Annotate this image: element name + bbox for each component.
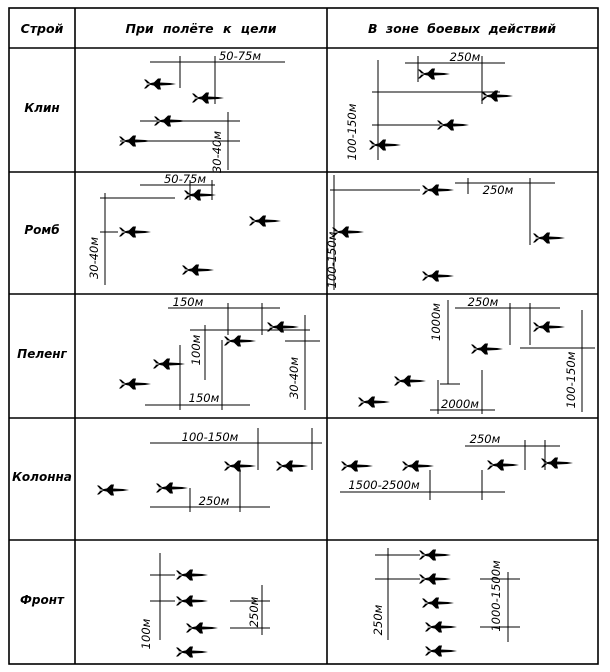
dimension-lines [145,303,320,410]
row-label-romb: Ромб [24,223,59,237]
jet-fighter-icon [224,335,256,347]
row-label-kolonna: Колонна [12,470,72,484]
dim-label: 250м [470,432,501,446]
header-flight-to-target: При полёте к цели [126,21,277,36]
dim-label: 100м [189,334,203,365]
jet-fighter-icon [422,270,454,282]
dim-label: 150м [173,295,204,309]
jet-fighter-icon [97,484,129,496]
dim-label: 1000м [429,303,443,341]
jet-fighter-icon [419,573,451,585]
jet-fighter-icon [144,78,176,90]
jet-fighter-icon [341,460,373,472]
jet-fighter-icon [425,645,457,657]
dim-label: 30-40м [210,131,224,173]
jet-fighter-icon [224,460,256,472]
jet-fighter-icon [418,68,450,80]
jet-fighter-icon [422,184,454,196]
dimension-lines [150,553,270,640]
jet-fighter-icon [419,549,451,561]
jet-fighter-icon [425,621,457,633]
header-formation: Строй [21,21,64,36]
dimension-lines [430,300,595,414]
jet-fighter-icon [422,597,454,609]
jet-fighter-icon [119,226,151,238]
jet-fighter-icon [182,264,214,276]
dim-label: 30-40м [287,357,301,399]
jet-fighter-icon [471,343,503,355]
row-label-front: Фронт [20,593,65,607]
dim-label: 250м [450,50,481,64]
jet-fighter-icon [186,622,218,634]
dim-label: 100-150м [182,430,239,444]
dim-label: 1000-1500м [489,560,503,632]
dim-label: 50-75м [164,172,206,186]
dimension-lines [150,428,322,512]
dimension-lines [375,548,520,642]
dim-label: 50-75м [219,49,261,63]
dimension-lines [340,440,560,500]
table-grid [8,7,599,665]
dim-label: 100-150м [325,231,339,288]
jet-fighter-icon [184,189,216,201]
dim-label: 2000м [441,397,479,411]
jet-fighter-icon [249,215,281,227]
jet-fighter-icon [176,569,208,581]
jet-fighter-icon [533,321,565,333]
jet-fighter-icon [369,139,401,151]
jet-fighter-icon [267,321,299,333]
dim-label: 100м [139,618,153,649]
jet-fighter-icon [156,482,188,494]
jet-fighter-icon [437,119,469,131]
header-combat-zone: В зоне боевых действий [368,21,556,36]
jet-fighter-icon [176,595,208,607]
jet-fighter-icon [119,378,151,390]
dim-label: 1500-2500м [348,478,420,492]
dimension-lines [330,175,555,290]
dim-label: 150м [189,391,220,405]
dim-label: 100-150м [564,351,578,408]
jet-fighter-icon [402,460,434,472]
dim-label: 100-150м [345,103,359,160]
jet-fighter-icon [487,459,519,471]
dim-label: 250м [371,604,385,635]
row-label-klin: Клин [24,101,59,115]
dim-label: 250м [468,295,499,309]
dimension-lines [372,56,505,160]
row-label-peleng: Пеленг [17,347,67,361]
jet-fighter-icon [541,457,573,469]
jet-fighter-icon [276,460,308,472]
jet-fighter-icon [533,232,565,244]
dimension-lines [120,56,285,170]
dim-label: 30-40м [87,237,101,279]
dim-label: 250м [199,494,230,508]
dim-label: 250м [483,183,514,197]
dimension-lines [100,180,215,285]
jet-fighter-icon [192,92,224,104]
jet-fighter-icon [176,646,208,658]
dim-label: 250м [247,596,261,627]
jet-fighter-icon [358,396,390,408]
jet-fighter-icon [394,375,426,387]
